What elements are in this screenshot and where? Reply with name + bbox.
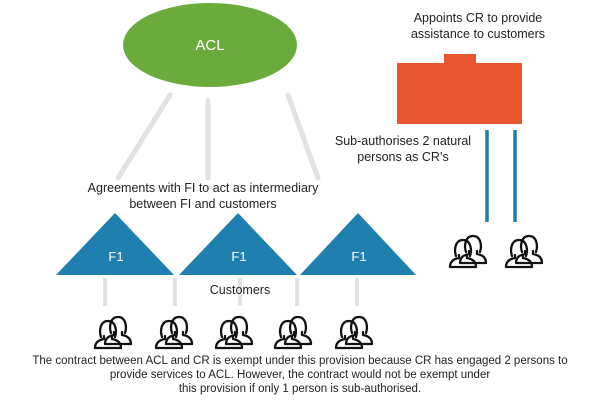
fi-triangle-2 <box>179 213 297 275</box>
fi-triangle-3 <box>300 213 416 275</box>
people-icon <box>156 317 192 348</box>
customers-label: Customers <box>209 283 271 297</box>
people-icon <box>506 236 542 267</box>
fi-label-1: F1 <box>108 249 123 264</box>
agreement-line-1: Agreements with FI to act as intermediar… <box>87 181 319 195</box>
sub-authorise-line-2: persons as CR’s <box>357 150 449 164</box>
agreement-label: Agreements with FI to act as intermediar… <box>48 180 358 212</box>
footer-line-1: The contract between ACL and CR is exemp… <box>32 355 568 367</box>
people-icon <box>336 317 372 348</box>
acl-label: ACL <box>195 37 224 54</box>
people-icon <box>216 317 252 348</box>
fi-triangle-1 <box>56 213 174 275</box>
appoint-cr-line-2: assistance to customers <box>410 27 546 41</box>
footer-line-2: provide services to ACL. However, the co… <box>109 369 491 381</box>
acl-connector-right <box>285 92 321 181</box>
people-icon <box>95 317 131 348</box>
acl-connector-left <box>115 92 173 181</box>
people-icon <box>450 236 486 267</box>
acl-node <box>123 3 297 87</box>
cr-node <box>397 54 522 124</box>
fi-label-3: F1 <box>351 249 366 264</box>
sub-authorise-line-1: Sub-authorises 2 natural <box>334 134 472 148</box>
people-icon <box>275 317 311 348</box>
appoint-cr-label: Appoints CR to provide assistance to cus… <box>378 10 578 42</box>
footer-note: The contract between ACL and CR is exemp… <box>20 354 580 396</box>
fi-label-2: F1 <box>231 249 246 264</box>
agreement-line-2: between FI and customers <box>129 197 277 211</box>
appoint-cr-line-1: Appoints CR to provide <box>413 11 543 25</box>
sub-authorise-label: Sub-authorises 2 natural persons as CR’s <box>318 133 488 165</box>
footer-line-3: this provision if only 1 person is sub-a… <box>178 383 422 395</box>
